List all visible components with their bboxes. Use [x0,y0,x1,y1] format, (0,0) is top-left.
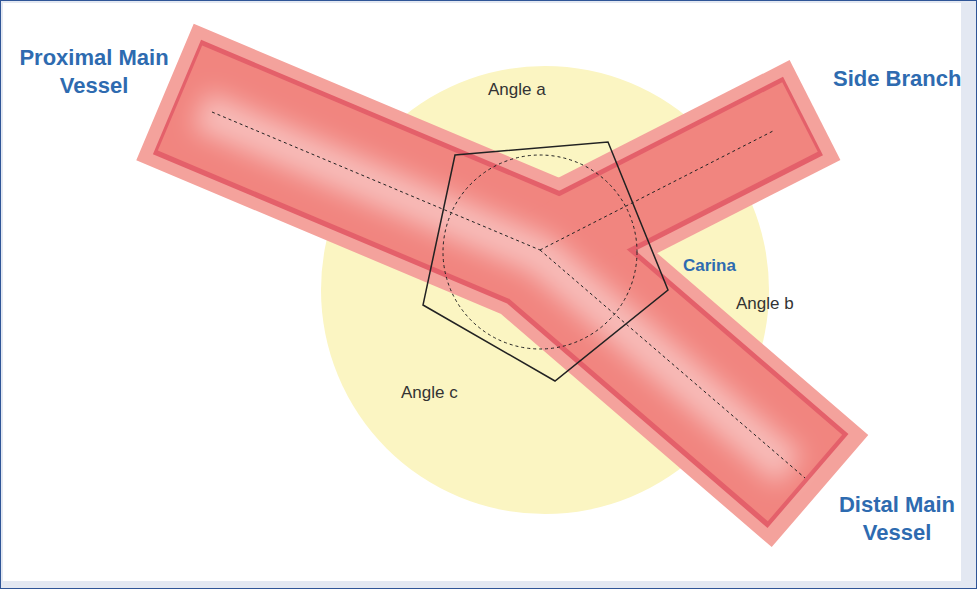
vessel-lumen [180,98,805,478]
centerline [212,112,540,250]
carina-label: Carina [683,256,763,276]
angle-label: Angle a [488,80,578,100]
vessel-wall [540,116,803,250]
side-branch-vessel [540,110,815,250]
angle-label: Angle b [736,294,826,314]
vessel-label: Distal Main Vessel [826,491,968,547]
centerline [540,250,805,478]
centerline [540,130,775,250]
panel [3,3,961,581]
vessel-label: Side Branch [833,65,973,93]
vessel-highlight [200,110,790,470]
main-vessel [165,92,820,491]
vessel-label: Proximal Main Vessel [8,44,180,100]
angle-label: Angle c [401,383,491,403]
vessel-wall [177,97,808,481]
pentagon [423,142,668,381]
vessel-lumen [540,117,800,250]
inscribed-circle [443,155,637,349]
